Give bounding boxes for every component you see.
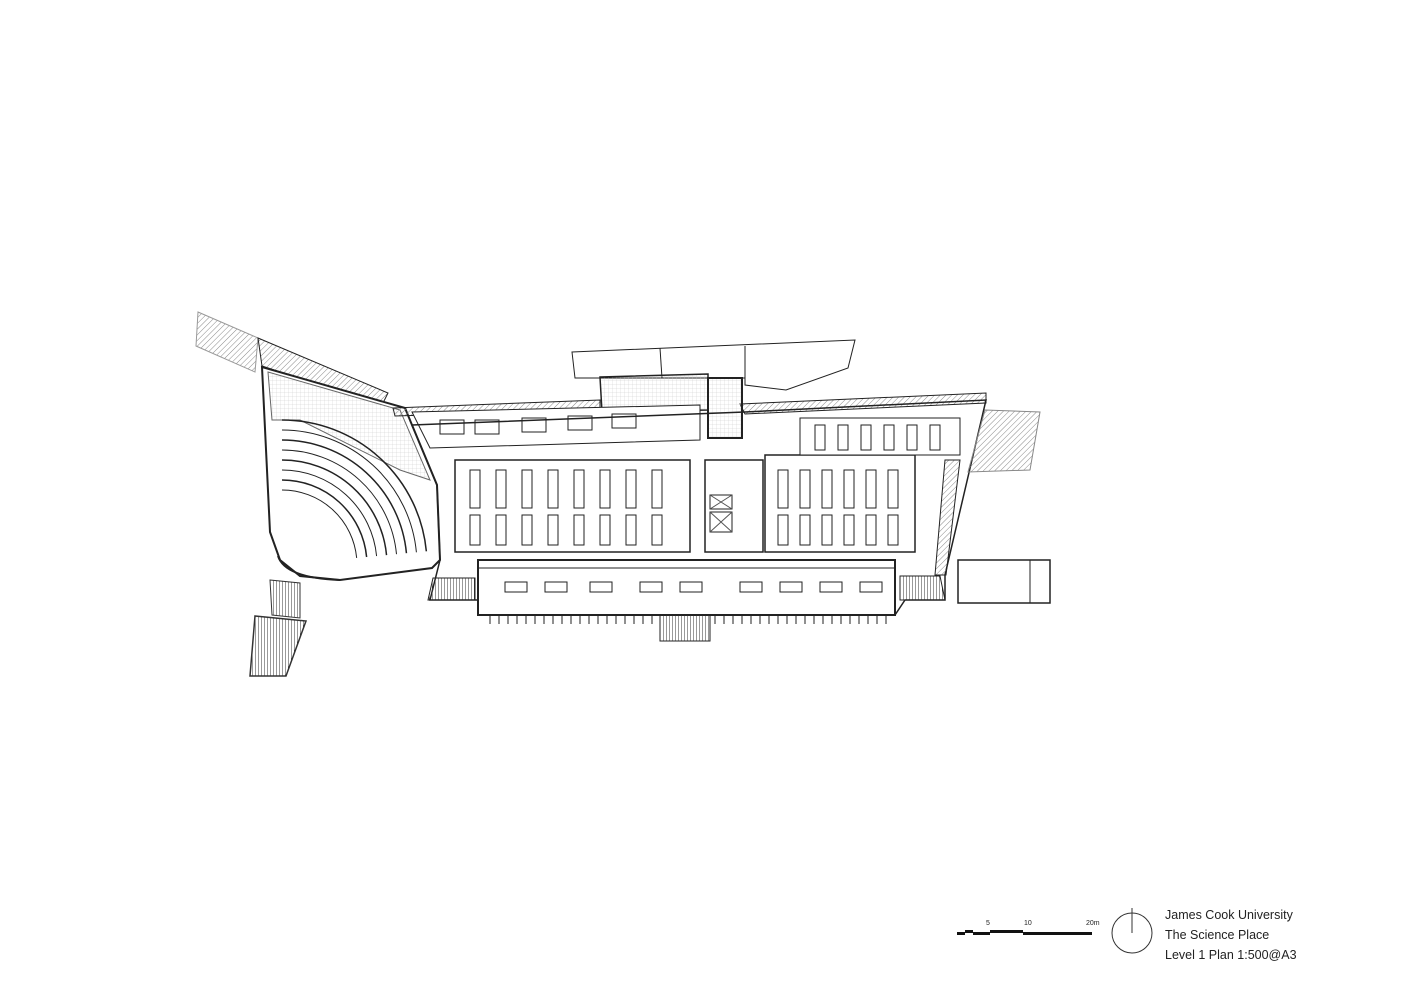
meeting-table	[474, 419, 500, 435]
north-arrow-icon	[1111, 908, 1153, 954]
lab-bench	[573, 514, 585, 546]
meeting-tables	[439, 413, 637, 435]
east-stair	[899, 575, 946, 601]
scale-label-5: 5	[986, 920, 990, 927]
lab-bench	[521, 469, 533, 509]
meeting-table	[521, 417, 547, 433]
lab-bench	[625, 514, 637, 546]
office-desk	[819, 581, 843, 593]
scale-label-10: 10	[1024, 920, 1032, 927]
lab-bench	[521, 514, 533, 546]
lab-bench	[837, 424, 849, 451]
auditorium-curve-wall	[277, 555, 341, 581]
lab-bench	[814, 424, 826, 451]
meeting-table	[439, 419, 465, 435]
lab-bench	[821, 514, 833, 546]
seating-row	[281, 459, 388, 556]
meeting-table	[567, 415, 593, 431]
lift-2	[709, 511, 733, 533]
lab-bench	[865, 469, 877, 509]
seating-row	[281, 439, 408, 554]
office-desk	[779, 581, 803, 593]
lab-bench	[547, 514, 559, 546]
lab-bench	[777, 514, 789, 546]
west-walkway	[195, 311, 259, 373]
east-building	[957, 559, 1051, 604]
lab-bench	[887, 469, 899, 509]
lab-benches	[469, 424, 941, 546]
office-desk	[739, 581, 763, 593]
office-desk	[859, 581, 883, 593]
southwest-stair	[269, 579, 301, 619]
client-name: James Cook University	[1165, 908, 1293, 922]
lab-bench	[799, 514, 811, 546]
lab-bench	[777, 469, 789, 509]
lift-1	[709, 494, 733, 510]
west-lab	[454, 459, 691, 553]
seating-row	[281, 479, 368, 558]
office-desk	[544, 581, 568, 593]
seating-row	[281, 449, 397, 555]
core	[704, 459, 764, 553]
lab-bench	[599, 514, 611, 546]
seating-row	[281, 469, 378, 557]
lab-bench	[495, 514, 507, 546]
southwest-ramp	[249, 615, 308, 677]
auditorium-seating-rows	[281, 419, 428, 558]
lab-bench	[651, 469, 663, 509]
lab-bench	[573, 469, 585, 509]
seating-row	[281, 429, 417, 553]
office-desk	[679, 581, 703, 593]
lab-bench	[625, 469, 637, 509]
lab-bench	[887, 514, 899, 546]
scale-bar	[957, 930, 1092, 935]
office-strip	[477, 559, 896, 616]
facade-fins	[489, 615, 887, 624]
drawing-title: Level 1 Plan 1:500@A3	[1165, 948, 1297, 962]
east-ramp	[967, 409, 1041, 473]
office-desk	[504, 581, 528, 593]
office-desk	[639, 581, 663, 593]
office-desk	[589, 581, 613, 593]
scale-label-20m: 20m	[1086, 920, 1100, 927]
project-name: The Science Place	[1165, 928, 1270, 942]
meeting-room-strip	[411, 404, 701, 449]
lab-bench	[821, 469, 833, 509]
lab-bench	[799, 469, 811, 509]
lab-bench	[906, 424, 918, 451]
lab-bench	[547, 469, 559, 509]
lab-bench	[599, 469, 611, 509]
lab-bench	[469, 514, 481, 546]
east-facade-fins	[934, 459, 961, 576]
north-stair-core	[707, 377, 743, 439]
lab-bench	[860, 424, 872, 451]
lab-bench	[843, 469, 855, 509]
lab-bench	[929, 424, 941, 451]
lab-bench	[469, 469, 481, 509]
lab-bench	[495, 469, 507, 509]
west-stair	[427, 577, 476, 601]
lab-bench	[843, 514, 855, 546]
lab-bench	[865, 514, 877, 546]
south-entry-stair	[659, 614, 711, 642]
lab-bench	[651, 514, 663, 546]
meeting-table	[611, 413, 637, 429]
seating-row	[281, 489, 358, 558]
title-block: James Cook University The Science Place …	[1165, 905, 1297, 965]
lab-bench	[883, 424, 895, 451]
seating-row	[281, 419, 428, 552]
office-desks	[504, 581, 883, 593]
